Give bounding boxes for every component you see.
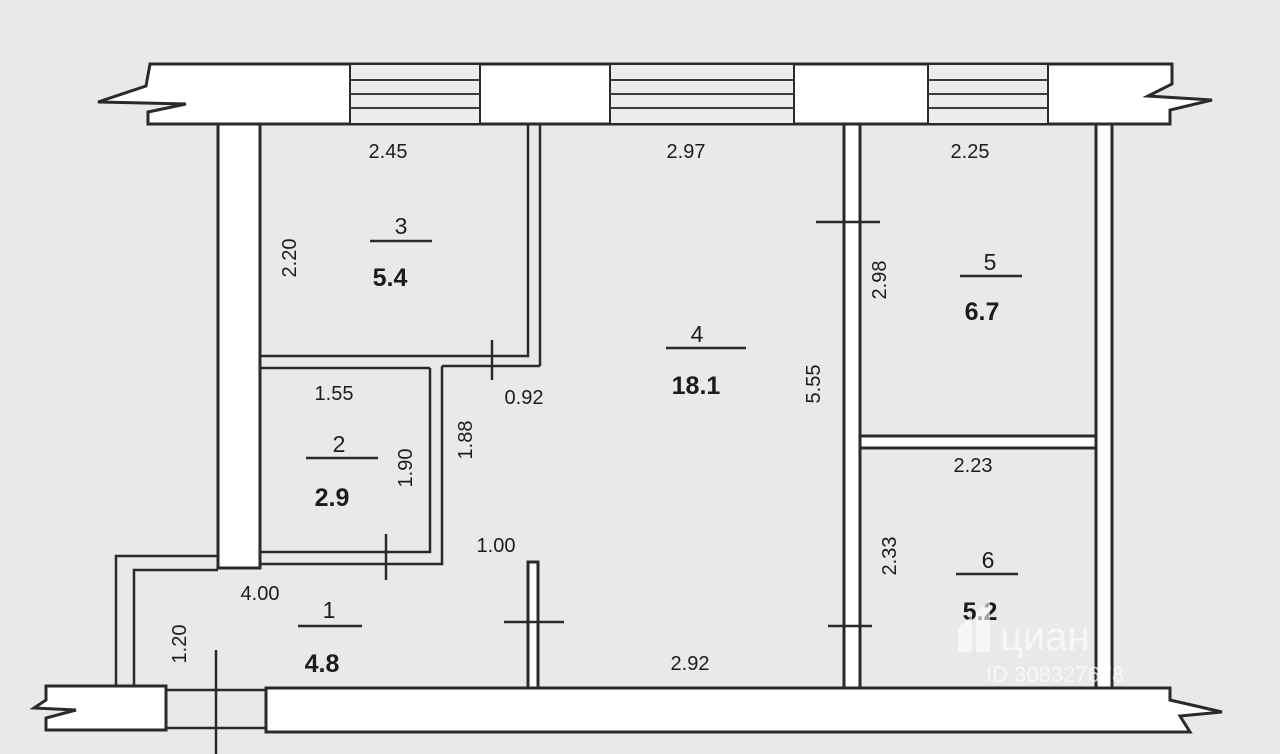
bottom-exterior-wall-right [264,686,1223,734]
dim-room5-top: 2.25 [951,141,990,163]
watermark: циан ID 308327678 [958,600,1124,687]
dim-room3-height: 2.20 [279,239,301,278]
left-interior-wall [216,122,262,570]
room-2-number: 2 [333,431,346,457]
room-1-number: 1 [323,597,336,623]
door-jamb [526,560,540,690]
dim-room6-height: 2.33 [879,537,901,576]
top-windows [349,63,1049,125]
bottom-exterior-wall [29,684,168,732]
room5-room6-separator [858,434,1098,450]
room-partitions [114,122,1114,754]
brand-logo-icon [958,600,990,652]
room-5-number: 5 [984,249,997,275]
dim-corridor-height: 1.88 [455,421,477,460]
dim-room4-height: 5.55 [803,365,825,404]
right-partition [1094,122,1114,690]
dim-room2-height: 1.90 [395,449,417,488]
watermark-brand: циан [1000,615,1090,659]
room-5-area: 6.7 [965,298,1000,326]
room-4-area: 18.1 [672,372,721,400]
dim-hall-height: 1.20 [169,625,191,664]
dim-passage-width: 0.92 [505,387,544,409]
dim-room3-width: 2.45 [369,141,408,163]
room-6-number: 6 [982,547,995,573]
dim-room4-top: 2.97 [667,141,706,163]
dim-room6-width: 2.23 [954,455,993,477]
room-3-area: 5.4 [373,264,408,292]
dim-door-width: 1.00 [477,535,516,557]
dim-room4-bottom: 2.92 [671,653,710,675]
dim-hall-width: 4.00 [241,583,280,605]
watermark-id: ID 308327678 [986,662,1124,687]
dim-room2-width: 1.55 [315,383,354,405]
room-2-area: 2.9 [315,484,350,512]
dim-room5-height: 2.98 [869,261,891,300]
room-4-number: 4 [691,321,704,347]
room-3-number: 3 [395,213,408,239]
central-partition [842,122,862,690]
room-1-area: 4.8 [305,650,340,678]
